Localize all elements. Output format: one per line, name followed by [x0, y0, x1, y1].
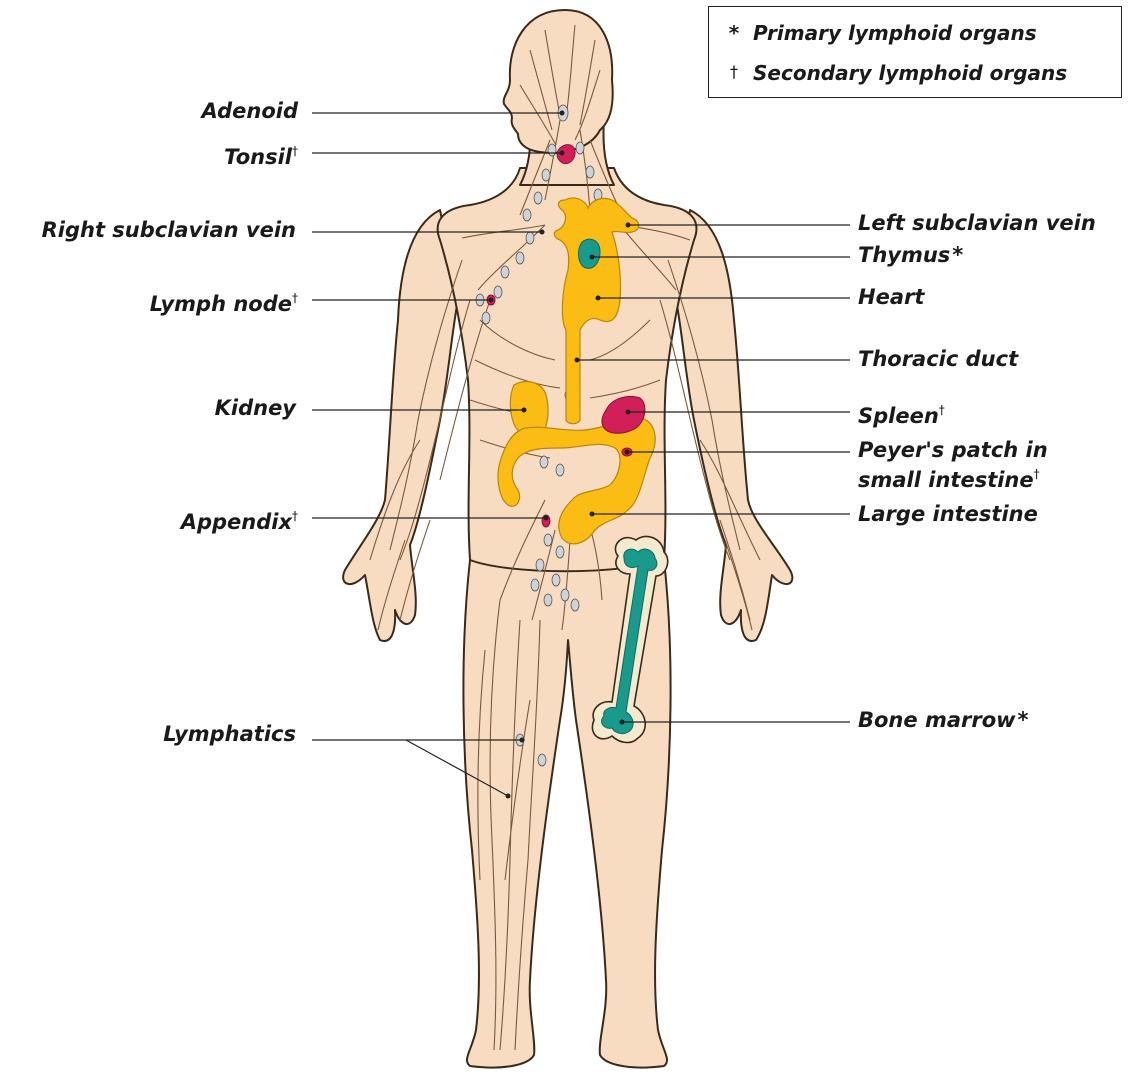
- label-kidney: Kidney: [215, 396, 296, 420]
- label-thoracic-duct-text: Thoracic duct: [858, 347, 1018, 371]
- label-kidney-text: Kidney: [215, 396, 296, 420]
- label-spleen: Spleen†: [858, 398, 945, 428]
- legend-primary-text: Primary lymphoid organs: [753, 21, 1037, 45]
- label-thymus-text: Thymus: [858, 243, 950, 267]
- label-peyers-patch: Peyer's patch in small intestine†: [858, 438, 1048, 492]
- thymus-shape: [579, 239, 600, 268]
- legend-secondary-row: † Secondary lymphoid organs: [723, 61, 1067, 85]
- label-peyers-patch-line2-wrap: small intestine†: [858, 462, 1048, 492]
- label-appendix-text: Appendix: [181, 510, 292, 534]
- label-right-subclavian-vein: Right subclavian vein: [42, 218, 296, 242]
- label-lymph-node: Lymph node†: [150, 286, 298, 316]
- label-bone-marrow-text: Bone marrow: [858, 708, 1016, 732]
- label-heart-text: Heart: [858, 285, 924, 309]
- label-lymph-node-text: Lymph node: [150, 292, 292, 316]
- label-peyers-patch-line2: small intestine: [858, 468, 1034, 492]
- legend-box: * Primary lymphoid organs † Secondary lymp…: [708, 6, 1122, 98]
- label-appendix: Appendix†: [181, 504, 298, 534]
- legend-primary-row: * Primary lymphoid organs: [723, 21, 1037, 45]
- label-adenoid: Adenoid: [202, 99, 299, 123]
- label-adenoid-text: Adenoid: [202, 99, 299, 123]
- label-tonsil-mark: †: [292, 144, 298, 158]
- label-lymphatics: Lymphatics: [163, 722, 296, 746]
- legend-primary-symbol: *: [723, 21, 745, 45]
- label-tonsil-text: Tonsil: [224, 145, 292, 169]
- label-large-intestine: Large intestine: [858, 502, 1038, 526]
- label-bone-marrow: Bone marrow*: [858, 708, 1029, 732]
- label-lymphatics-text: Lymphatics: [163, 722, 296, 746]
- legend-secondary-symbol: †: [723, 62, 745, 81]
- label-spleen-mark: †: [939, 403, 945, 417]
- legend-secondary-text: Secondary lymphoid organs: [753, 61, 1067, 85]
- label-thymus: Thymus*: [858, 243, 963, 267]
- label-peyers-patch-line1: Peyer's patch in: [858, 438, 1048, 462]
- label-bone-marrow-mark: *: [1018, 708, 1029, 732]
- label-heart: Heart: [858, 285, 924, 309]
- label-lymph-node-mark: †: [292, 291, 298, 305]
- label-tonsil: Tonsil†: [224, 139, 298, 169]
- label-peyers-patch-mark: †: [1034, 467, 1040, 481]
- label-left-subclavian-vein: Left subclavian vein: [858, 211, 1096, 235]
- label-appendix-mark: †: [292, 509, 298, 523]
- label-right-subclavian-vein-text: Right subclavian vein: [42, 218, 296, 242]
- label-thoracic-duct: Thoracic duct: [858, 347, 1018, 371]
- label-thymus-mark: *: [952, 243, 963, 267]
- label-large-intestine-text: Large intestine: [858, 502, 1038, 526]
- label-spleen-text: Spleen: [858, 404, 939, 428]
- label-left-subclavian-vein-text: Left subclavian vein: [858, 211, 1096, 235]
